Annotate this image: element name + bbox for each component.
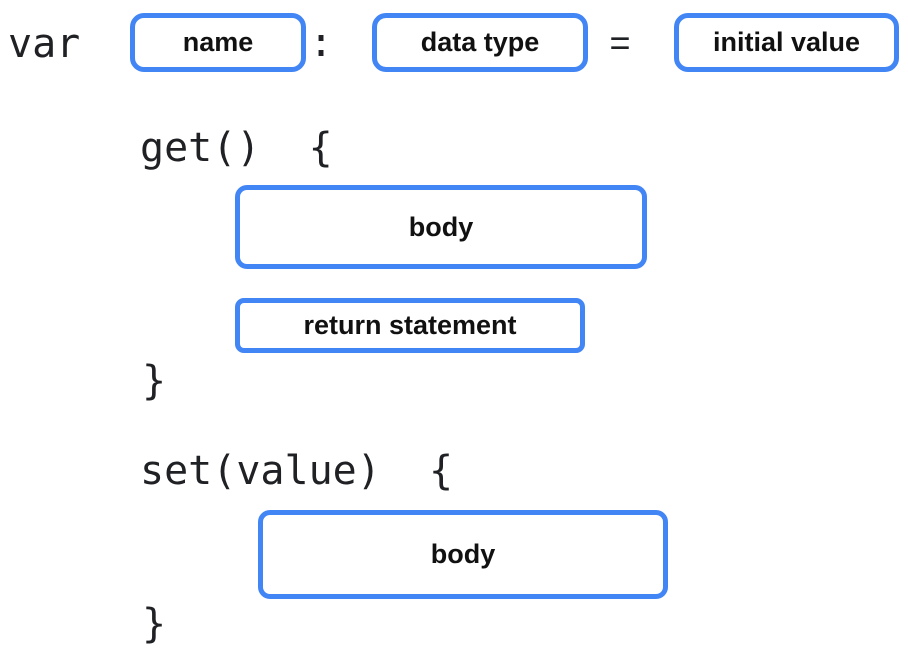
getter-body-box-label: body (408, 211, 474, 242)
initial-value-box-label: initial value (712, 27, 861, 57)
getter-closing-brace: } (142, 358, 167, 404)
setter-signature: set(value) { (140, 448, 454, 494)
return-statement-box: return statement (235, 298, 585, 353)
data-type-box: data type (372, 13, 588, 72)
name-box: name (130, 13, 306, 72)
setter-body-box: body (258, 510, 668, 599)
var-keyword: var (8, 21, 81, 67)
colon-separator: : (308, 19, 334, 66)
return-statement-box-label: return statement (303, 310, 517, 340)
getter-body-box: body (235, 185, 647, 269)
getter-signature: get() { (140, 125, 333, 171)
equals-sign: = (609, 21, 631, 63)
setter-body-box-label: body (430, 539, 496, 569)
name-box-label: name (182, 27, 254, 57)
setter-closing-brace: } (142, 601, 167, 647)
data-type-box-label: data type (420, 27, 540, 57)
initial-value-box: initial value (674, 13, 899, 72)
